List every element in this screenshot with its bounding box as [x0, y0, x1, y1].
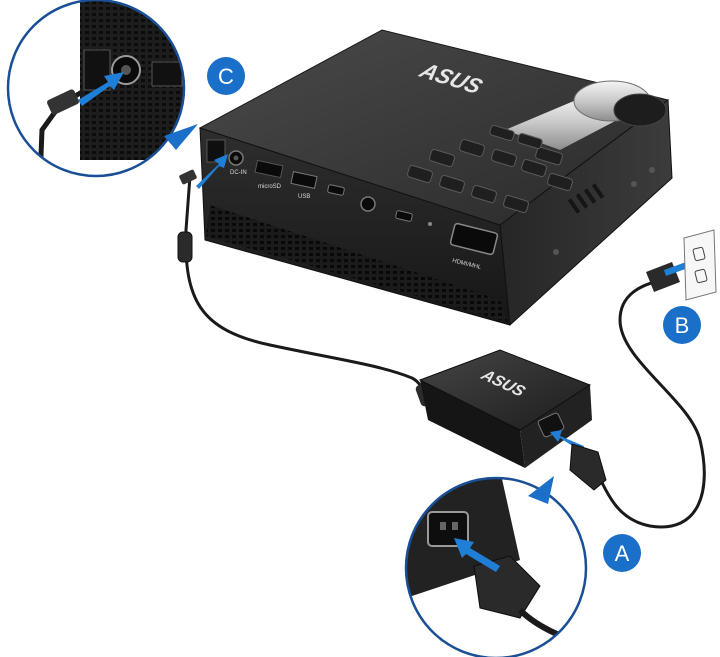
microsd-label: microSD: [258, 184, 282, 190]
power-adapter: ASUS: [420, 350, 592, 468]
step-badge-a: A: [603, 534, 641, 572]
callout-a: [400, 470, 600, 657]
indicator-led: [428, 222, 432, 226]
ferrite-bead: [178, 232, 192, 262]
callout-c: [8, 0, 200, 180]
step-a-label: A: [615, 541, 630, 566]
step-c-label: C: [218, 64, 234, 89]
dc-in-label: DC-IN: [230, 170, 247, 176]
audio-jack[interactable]: [361, 197, 375, 211]
wall-outlet: [684, 230, 716, 300]
step-badge-c: C: [207, 57, 245, 95]
dc-plug: [179, 169, 198, 185]
step-b-label: B: [675, 313, 690, 338]
usb-label: USB: [298, 194, 310, 200]
projector: ASUS DC-IN microSD USB: [200, 30, 672, 325]
step-badge-b: B: [663, 306, 701, 344]
ac-plug: [570, 444, 606, 490]
